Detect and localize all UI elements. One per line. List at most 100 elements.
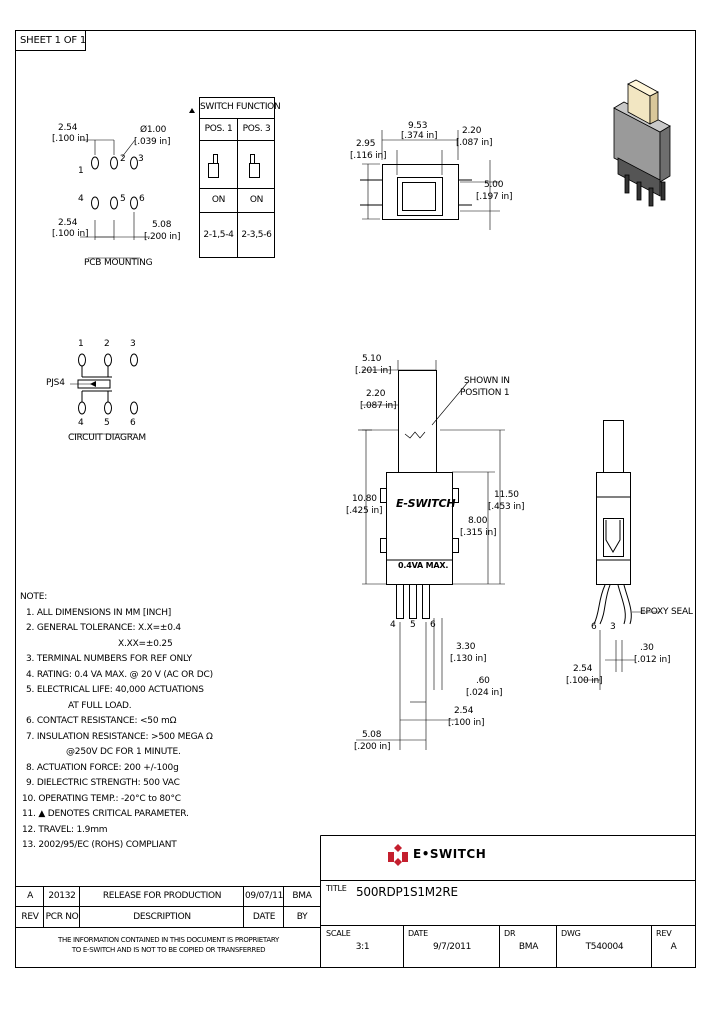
brand-logo-mark <box>388 844 408 866</box>
note-line: NOTE: <box>20 592 48 602</box>
brand-logo-text: E•SWITCH <box>413 847 487 861</box>
front-pin: 6 <box>430 620 436 630</box>
side-pitch-in: [.100 in] <box>566 676 603 686</box>
dwg-label: DWG <box>561 929 581 938</box>
note-line: @250V DC FOR 1 MINUTE. <box>66 747 181 757</box>
note-line: 11. ▲ DENOTES CRITICAL PARAMETER. <box>22 809 189 819</box>
pcb-holes <box>91 156 138 210</box>
circuit-pin: 1 <box>78 339 84 349</box>
switch-table-connection: 2-1,5-4 <box>203 230 234 240</box>
disclaimer-line: TO E-SWITCH AND IS NOT TO BE COPIED OR T… <box>71 946 266 954</box>
front-h-left-in: [.425 in] <box>346 506 383 516</box>
front-h-body-in: [.315 in] <box>460 528 497 538</box>
date-label: DATE <box>408 929 429 938</box>
by-header: BY <box>296 912 308 922</box>
circuit-pin: 4 <box>78 418 84 428</box>
notes-block: NOTE: 1. ALL DIMENSIONS IN MM [INCH] 2. … <box>20 590 213 854</box>
product-render <box>613 79 671 207</box>
front-act-width-in: [.087 in] <box>360 401 397 411</box>
pcb-pin-label: 5 <box>120 194 126 204</box>
front-pin-width-in: [.024 in] <box>466 688 503 698</box>
note-line: X.XX=±0.25 <box>118 638 173 649</box>
front-pitch-in: [.100 in] <box>448 718 485 728</box>
top-height: 5.00 <box>484 180 504 190</box>
front-act-width: 2.20 <box>366 389 386 399</box>
note-line: 13. 2002/95/EC (ROHS) COMPLIANT <box>22 840 177 850</box>
dr-value: BMA <box>518 942 539 952</box>
pcr-value: 20132 <box>48 891 76 901</box>
front-rating-text: 0.4VA MAX. <box>398 561 449 570</box>
pcb-hole-dia: Ø1.00 <box>140 125 167 135</box>
top-width-in: [.374 in] <box>401 131 438 141</box>
front-brand-text: E-SWITCH <box>396 497 456 510</box>
circuit-pin: 6 <box>130 418 136 428</box>
critical-triangle-icon <box>189 108 195 113</box>
front-h-right-in: [.453 in] <box>488 502 525 512</box>
top-view-lines <box>360 130 500 230</box>
title-date-value: 9/7/2011 <box>432 942 472 952</box>
date-header: DATE <box>252 912 276 922</box>
circuit-pin: 5 <box>104 418 110 428</box>
front-pin: 4 <box>390 620 396 630</box>
top-width: 9.53 <box>408 121 428 131</box>
top-right-in: [.087 in] <box>456 138 493 148</box>
scale-value: 3:1 <box>355 942 370 952</box>
by-value: BMA <box>292 891 312 901</box>
front-span-in: [.200 in] <box>354 742 391 752</box>
pcb-row-spacing-in: [.200 in] <box>144 232 181 242</box>
pcb-pitch-bot: 2.54 <box>58 218 78 228</box>
arrow-icon <box>90 381 96 387</box>
front-h-right: 11.50 <box>494 490 519 500</box>
side-view-lines <box>583 420 660 690</box>
rev-header: REV <box>21 912 39 922</box>
front-lead-in: [.130 in] <box>450 654 487 664</box>
pcb-pin-label: 2 <box>120 154 126 164</box>
scale-label: SCALE <box>326 929 351 938</box>
front-h-left: 10.80 <box>352 494 377 504</box>
pcb-pin-label: 3 <box>138 154 144 164</box>
date-value: 09/07/11 <box>244 891 284 901</box>
front-view-lines <box>356 360 505 750</box>
switch-table-header: POS. 3 <box>242 124 271 134</box>
description-header: DESCRIPTION <box>133 912 191 922</box>
note-line: 4. RATING: 0.4 VA MAX. @ 20 V (AC OR DC) <box>26 669 213 680</box>
front-pin: 5 <box>410 620 416 630</box>
pcb-dimension-lines <box>80 139 150 259</box>
dwg-value: T540004 <box>585 942 624 952</box>
front-shown-in: SHOWN IN <box>464 376 510 386</box>
circuit-caption: CIRCUIT DIAGRAM <box>68 433 146 443</box>
side-epoxy-label: EPOXY SEAL <box>640 607 693 617</box>
pcb-pitch-top-in: [.100 in] <box>52 134 89 144</box>
switch-table-state: ON <box>249 195 264 205</box>
top-left: 2.95 <box>356 139 376 149</box>
pcb-pin-label: 6 <box>139 194 145 204</box>
switch-table-state: ON <box>211 195 226 205</box>
side-pin: 3 <box>610 622 616 632</box>
title-label: TITLE <box>326 884 347 893</box>
note-line: 7. INSULATION RESISTANCE: >500 MEGA Ω <box>26 731 213 742</box>
pcr-header: PCR NO <box>45 912 79 922</box>
front-pin-width: .60 <box>476 676 490 686</box>
top-left-in: [.116 in] <box>350 151 387 161</box>
description-value: RELEASE FOR PRODUCTION <box>102 891 222 901</box>
pcb-hole-dia-in: [.039 in] <box>134 137 171 147</box>
sheet-number: SHEET 1 OF 1 <box>20 35 87 46</box>
side-pitch: 2.54 <box>573 664 593 674</box>
note-line: 6. CONTACT RESISTANCE: <50 mΩ <box>26 716 177 726</box>
front-h-body: 8.00 <box>468 516 488 526</box>
part-number-title: 500RDP1S1M2RE <box>356 885 458 899</box>
dr-label: DR <box>504 929 516 938</box>
rev-value: A <box>27 891 33 901</box>
pcb-pitch-bot-in: [.100 in] <box>52 229 89 239</box>
front-top-width: 5.10 <box>362 354 382 364</box>
switch-table-title: SWITCH FUNCTION <box>200 102 281 112</box>
pcb-caption: PCB MOUNTING <box>84 258 153 268</box>
circuit-label: PJS4 <box>46 378 65 388</box>
front-lead: 3.30 <box>456 642 476 652</box>
note-line: 10. OPERATING TEMP.: -20°C to 80°C <box>22 793 181 804</box>
top-right: 2.20 <box>462 126 482 136</box>
note-line: 9. DIELECTRIC STRENGTH: 500 VAC <box>26 778 180 788</box>
note-line: 2. GENERAL TOLERANCE: X.X=±0.4 <box>26 623 181 633</box>
rev-label: REV <box>656 929 672 938</box>
